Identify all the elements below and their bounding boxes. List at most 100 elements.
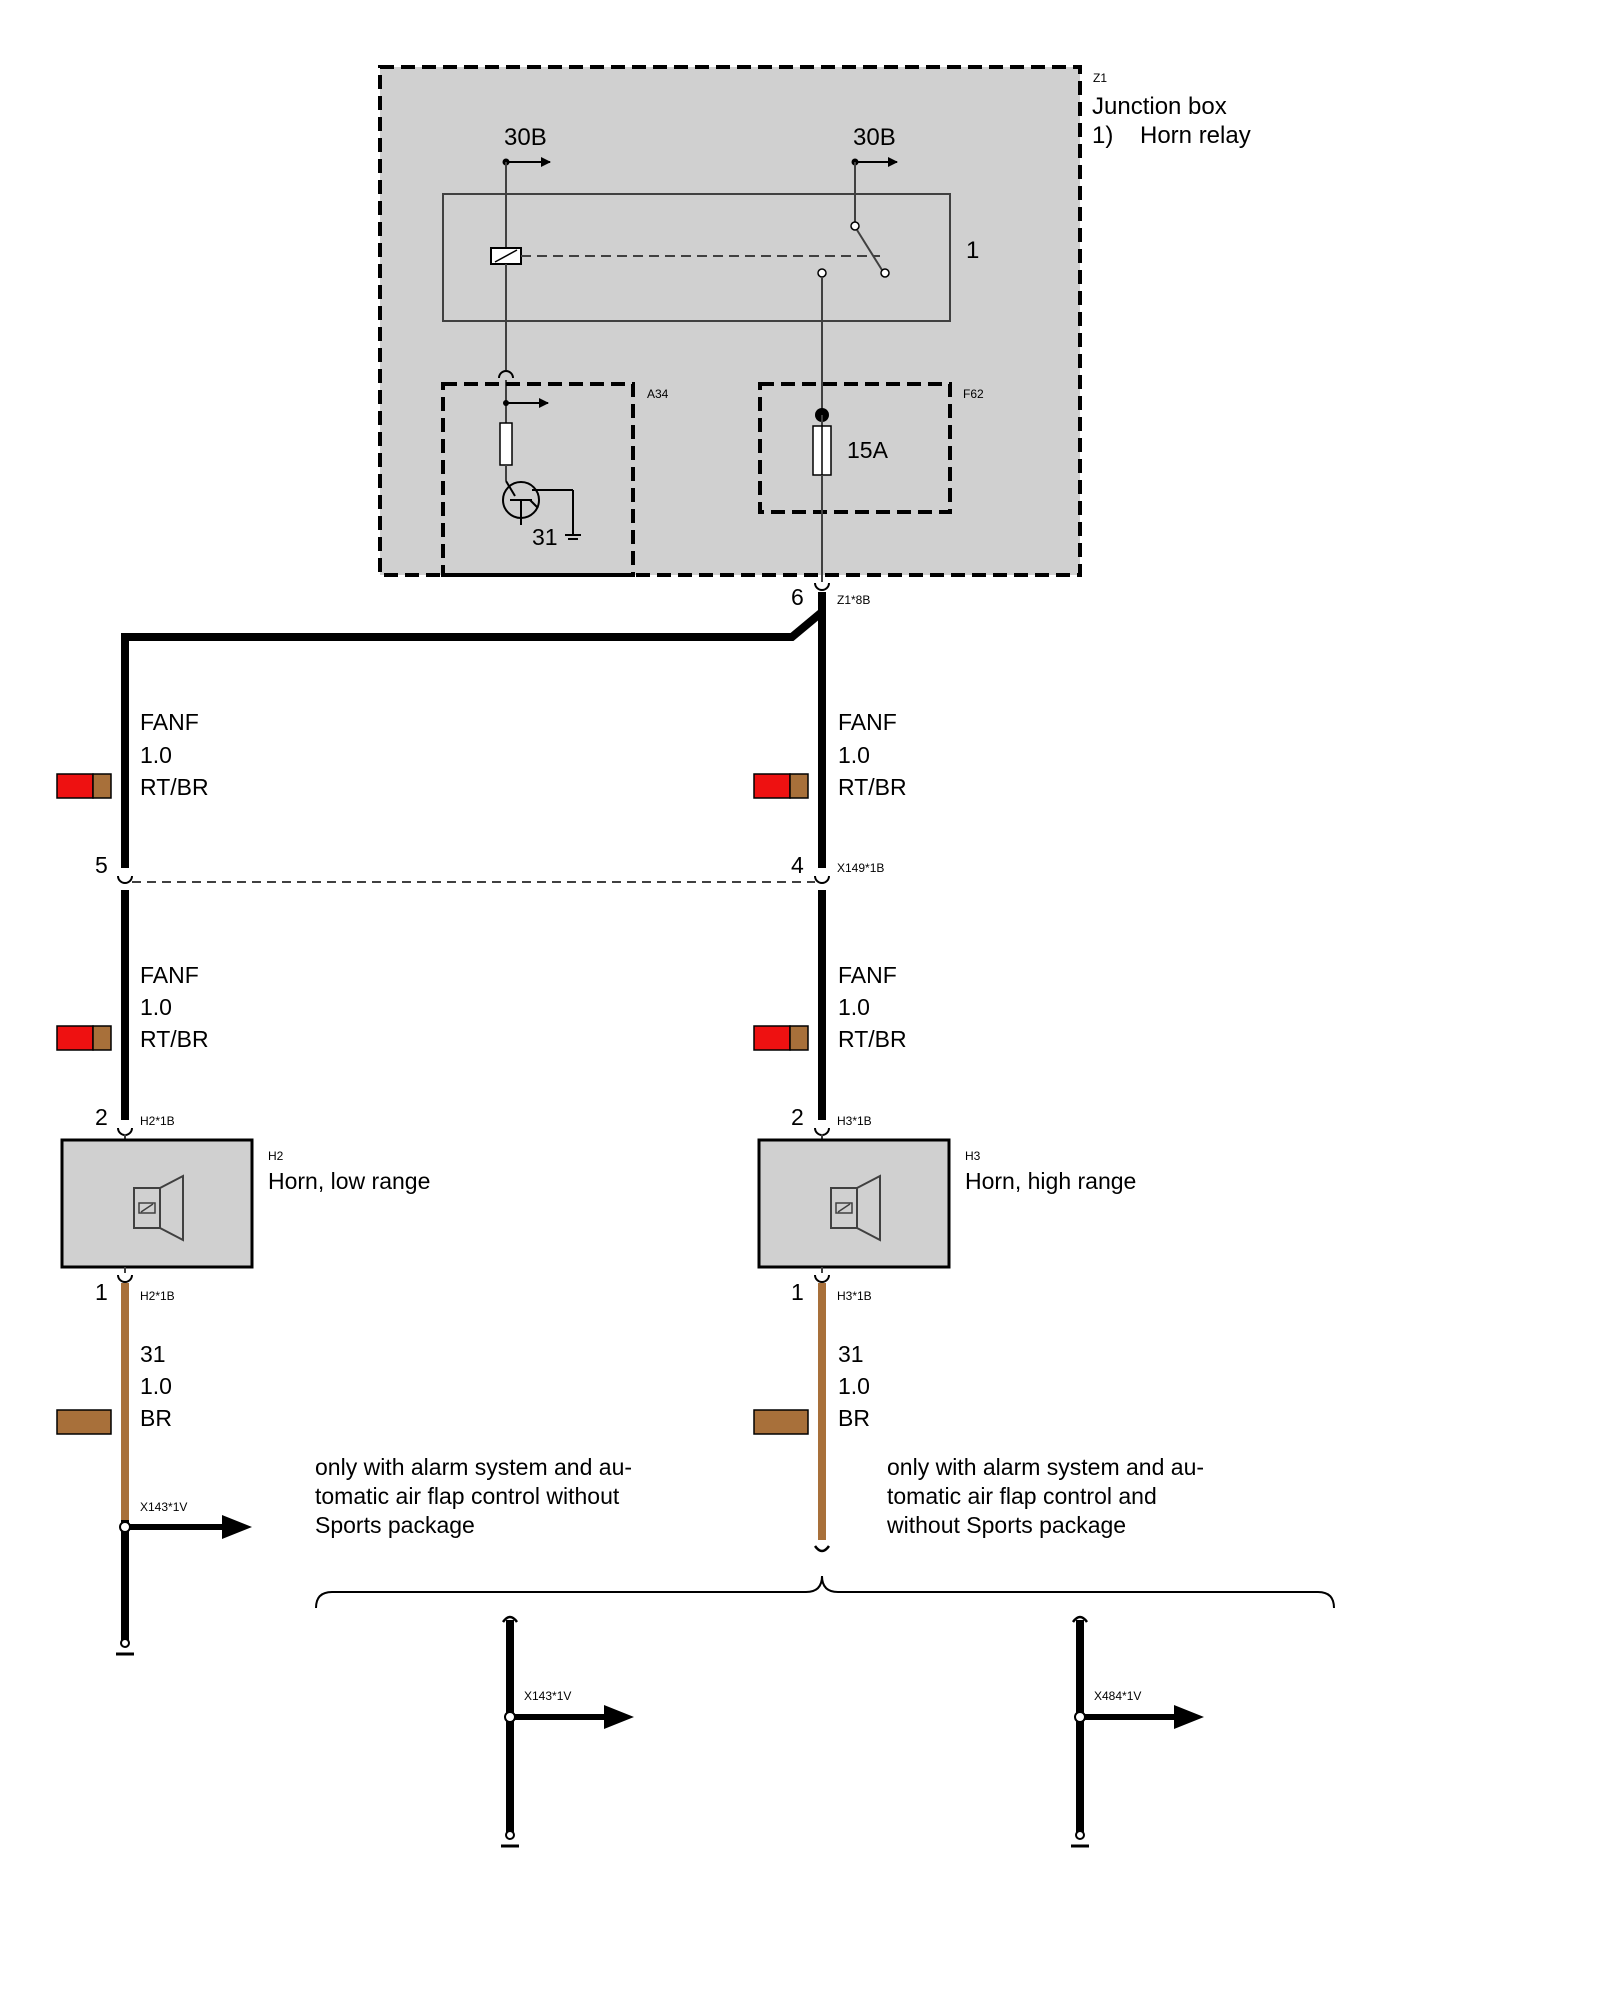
wire-break-icon (501, 1615, 519, 1623)
switch-contact-icon (880, 268, 890, 278)
svg-text:only with alarm system and au-: only with alarm system and au- (315, 1454, 632, 1480)
svg-text:FANF: FANF (838, 962, 897, 988)
h3-name: Horn, high range (965, 1168, 1136, 1194)
horn-h2 (60, 1138, 254, 1269)
svg-text:tomatic air flap control witho: tomatic air flap control without (315, 1483, 620, 1509)
ground-end-icon (120, 1638, 130, 1648)
svg-text:Sports package: Sports package (315, 1512, 475, 1538)
connector-hook-icon (498, 370, 514, 379)
svg-text:RT/BR: RT/BR (838, 774, 907, 800)
fuse-f62-id: F62 (963, 387, 984, 401)
fuse-rating: 15A (847, 437, 889, 463)
connector-hook-icon (814, 1274, 830, 1283)
h3-id: H3 (965, 1149, 981, 1163)
wire-label-upper-right: FANF 1.0 RT/BR (838, 709, 907, 800)
z1-connector-id: Z1*8B (837, 593, 870, 607)
arrow-head-icon (1174, 1705, 1204, 1729)
speaker-icon (830, 1174, 881, 1242)
connector-hook-icon (117, 1127, 133, 1136)
svg-text:without Sports package: without Sports package (886, 1512, 1126, 1538)
splice-dot-icon (119, 1521, 131, 1533)
ground-end-icon (505, 1830, 515, 1840)
wire-label-lower-left: FANF 1.0 RT/BR (140, 962, 209, 1052)
svg-text:1.0: 1.0 (140, 994, 172, 1020)
wire-color-swatch (56, 1409, 112, 1435)
note-number: 1) (1092, 122, 1113, 149)
svg-text:1.0: 1.0 (838, 1373, 870, 1399)
wire-label-upper-left: FANF 1.0 RT/BR (140, 709, 209, 800)
svg-text:FANF: FANF (140, 962, 199, 988)
wire-break-icon (813, 1545, 831, 1553)
ground-icon (565, 534, 581, 540)
x484-id: X484*1V (1094, 1689, 1141, 1703)
h2-top-connector-id: H2*1B (140, 1114, 175, 1128)
wire-label-ground-left: 31 1.0 BR (140, 1341, 172, 1431)
z1-pin: 6 (791, 584, 804, 610)
relay-number: 1 (966, 237, 979, 264)
wire-color-swatch (56, 773, 112, 799)
horn-h3 (757, 1138, 951, 1269)
wire-break-icon (1071, 1615, 1089, 1623)
junction-box-id: Z1 (1093, 71, 1107, 85)
connector-hook-icon (814, 875, 830, 884)
arrow-head-icon (222, 1515, 252, 1539)
svg-text:31: 31 (140, 1341, 166, 1367)
h3-top-connector-id: H3*1B (837, 1114, 872, 1128)
splice-dot-icon (504, 1711, 516, 1723)
x143-left-id: X143*1V (140, 1500, 187, 1514)
h2-id: H2 (268, 1149, 284, 1163)
note-text: Horn relay (1140, 122, 1251, 149)
h3-top-pin: 2 (791, 1104, 804, 1130)
h2-bottom-connector-id: H2*1B (140, 1289, 175, 1303)
fuse-f62-box (758, 382, 952, 514)
x149-left-pin: 5 (95, 852, 108, 878)
connector-z1-icon (814, 582, 830, 591)
note-left: only with alarm system and au- tomatic a… (315, 1454, 632, 1538)
h2-top-pin: 2 (95, 1104, 108, 1130)
terminal-30b-left: 30B (504, 124, 547, 151)
connector-hook-icon (814, 1127, 830, 1136)
junction-box-title: Junction box (1092, 93, 1227, 120)
h3-bottom-pin: 1 (791, 1279, 804, 1305)
connector-hook-icon (117, 875, 133, 884)
svg-text:FANF: FANF (140, 709, 199, 735)
svg-text:1.0: 1.0 (140, 742, 172, 768)
svg-text:FANF: FANF (838, 709, 897, 735)
relay-switch-icon (856, 229, 883, 271)
h3-bottom-connector-id: H3*1B (837, 1289, 872, 1303)
svg-text:1.0: 1.0 (140, 1373, 172, 1399)
svg-text:1.0: 1.0 (838, 742, 870, 768)
svg-text:only with alarm system and au-: only with alarm system and au- (887, 1454, 1204, 1480)
terminal-30b-right: 30B (853, 124, 896, 151)
arrow-head-icon (604, 1705, 634, 1729)
svg-text:tomatic air flap control and: tomatic air flap control and (887, 1483, 1157, 1509)
wire-color-swatch (753, 1025, 809, 1051)
horn-relay (442, 193, 951, 322)
svg-text:RT/BR: RT/BR (140, 774, 209, 800)
svg-text:1.0: 1.0 (838, 994, 870, 1020)
x149-connector-id: X149*1B (837, 861, 884, 875)
module-a34-id: A34 (647, 387, 669, 401)
splice-dot-icon (1074, 1711, 1086, 1723)
svg-text:BR: BR (140, 1405, 172, 1431)
h2-name: Horn, low range (268, 1168, 430, 1194)
svg-text:BR: BR (838, 1405, 870, 1431)
switch-contact-icon (817, 268, 827, 278)
switch-contact-icon (850, 221, 860, 231)
wire-left-upper (121, 592, 826, 868)
svg-text:RT/BR: RT/BR (838, 1026, 907, 1052)
module-a34 (441, 382, 635, 577)
x143-mid-id: X143*1V (524, 1689, 571, 1703)
h2-bottom-pin: 1 (95, 1279, 108, 1305)
x149-right-pin: 4 (791, 852, 804, 878)
junction-box-z1: Z1 Junction box 1) Horn relay 1 30B 30B … (378, 65, 1251, 577)
wire-color-swatch (753, 1409, 809, 1435)
wire-color-swatch (56, 1025, 112, 1051)
wire-color-swatch (753, 773, 809, 799)
variant-brace (315, 1575, 1335, 1609)
svg-text:RT/BR: RT/BR (140, 1026, 209, 1052)
connector-hook-icon (117, 1274, 133, 1283)
note-right: only with alarm system and au- tomatic a… (886, 1454, 1204, 1538)
resistor-icon (499, 422, 513, 466)
